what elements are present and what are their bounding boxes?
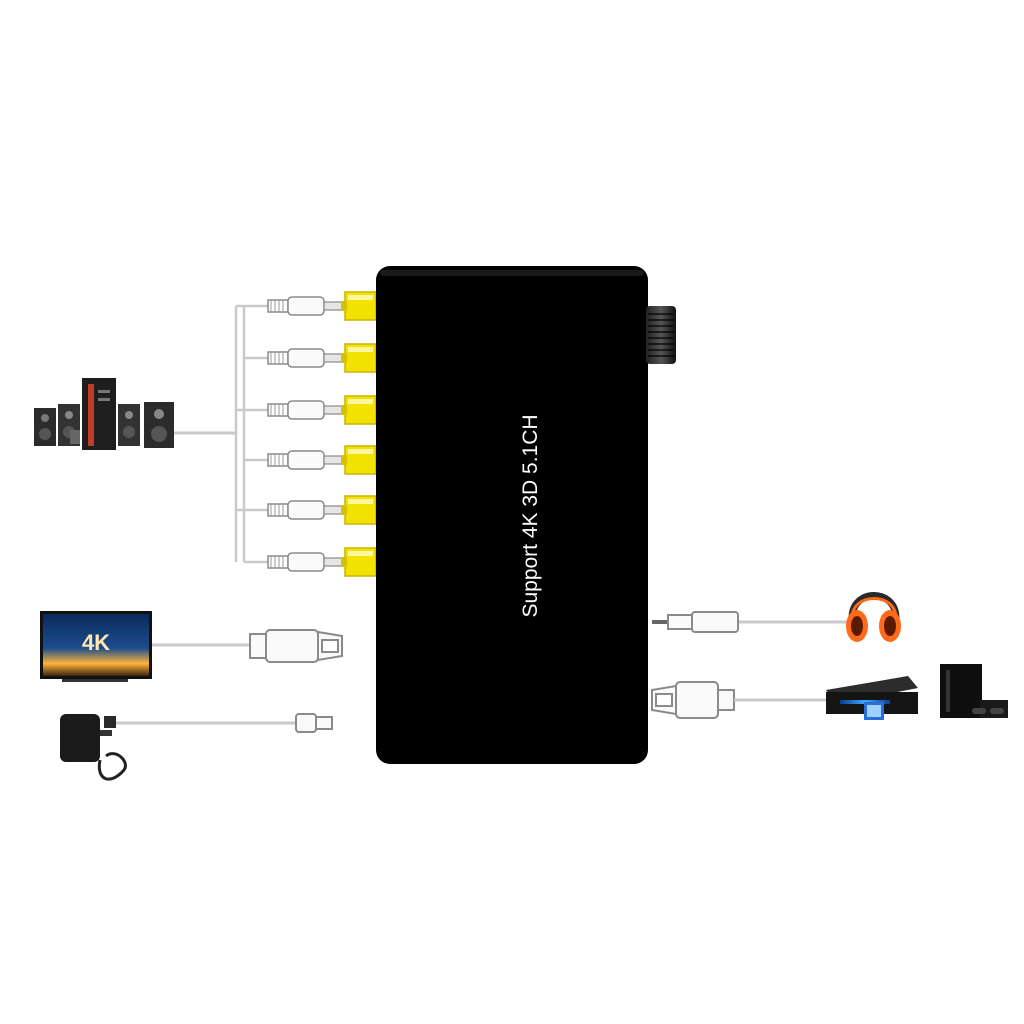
tv-icon [40,611,152,682]
hdmi-plug-right [651,681,735,719]
rca-port[interactable] [341,495,377,525]
rca-port[interactable] [341,547,377,577]
rca-plug [267,500,343,520]
device-label: Support 4K 3D 5.1CH [519,414,542,617]
rca-plug [267,348,343,368]
tv-screen-text: 4K [82,630,110,655]
rca-port[interactable] [341,343,377,373]
rca-plug [267,450,343,470]
blu-ray-player-icon [826,676,918,720]
rca-plug [267,400,343,420]
rca-plug [267,552,343,572]
game-console-icon [940,664,1008,718]
audio-extractor-device [376,266,648,764]
headphones-icon [846,592,901,642]
rca-plug [267,296,343,316]
micro-usb-plug [295,713,333,733]
rca-plug-group [267,296,343,572]
power-adapter-icon [60,714,127,781]
rca-port[interactable] [341,291,377,321]
aux-plug [652,611,739,633]
volume-knob-icon[interactable] [646,306,676,364]
rca-port-group [341,291,377,577]
speaker-system-icon [34,378,174,450]
rca-port[interactable] [341,445,377,475]
hdmi-plug-left [249,629,343,663]
rca-cable-bus [234,304,268,564]
rca-port[interactable] [341,395,377,425]
